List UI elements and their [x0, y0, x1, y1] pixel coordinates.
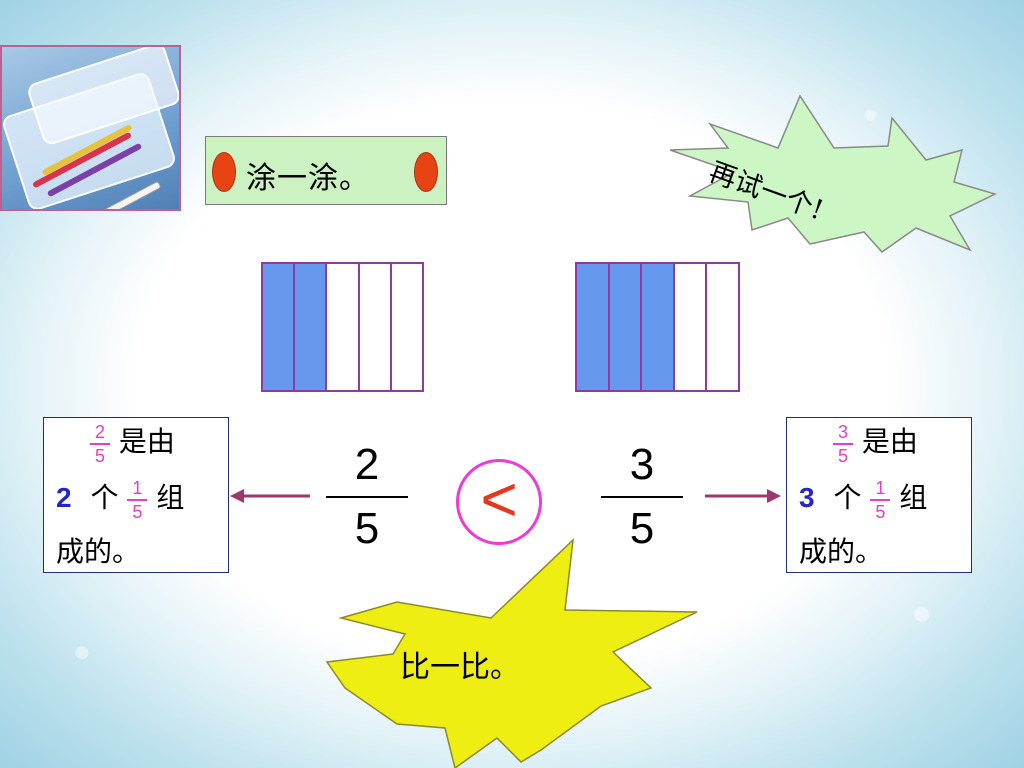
fraction-right-numerator: 3	[629, 440, 655, 489]
right-text-1: 是由	[861, 425, 918, 458]
left-fraction-mini: 2 5	[90, 423, 110, 465]
right-arrow-icon	[705, 489, 781, 503]
instruction-label: 涂一涂。	[205, 136, 447, 205]
right-unit-denominator: 5	[875, 501, 886, 522]
explanation-box-left: 2 5 是由 2 个 1 5 组 成的。	[43, 417, 229, 573]
fraction-right-bar	[601, 496, 683, 498]
left-mini-bar	[90, 442, 110, 445]
left-unit-fraction: 1 5	[127, 477, 148, 522]
filled-cell	[295, 264, 328, 390]
fraction-left-bar	[326, 496, 408, 498]
explanation-box-right: 3 5 是由 3 个 1 5 组 成的。	[786, 417, 972, 573]
left-text-1: 是由	[118, 425, 175, 458]
left-unit-bar	[127, 498, 148, 501]
right-text-4: 成的。	[799, 535, 884, 568]
right-count: 3	[799, 482, 815, 513]
fraction-left-numerator: 2	[354, 440, 380, 489]
filled-cell	[263, 264, 296, 390]
compare-text: 比一比。	[400, 650, 520, 685]
left-text-4: 成的。	[56, 535, 141, 568]
left-red-dot	[212, 152, 236, 192]
less-than-symbol: <	[480, 463, 518, 535]
pencil-box-photo	[0, 45, 181, 211]
fraction-left: 2 5	[326, 440, 408, 554]
left-text-3: 组	[156, 481, 185, 514]
left-mini-numerator: 2	[94, 421, 105, 442]
right-mini-denominator: 5	[837, 445, 848, 466]
left-unit-numerator: 1	[132, 477, 143, 498]
empty-cell	[707, 264, 738, 390]
comparison-circle: <	[456, 459, 542, 545]
left-count: 2	[56, 482, 72, 513]
left-arrow-icon	[230, 489, 310, 503]
filled-cell	[577, 264, 610, 390]
filled-cell	[642, 264, 675, 390]
left-text-2: 个	[90, 481, 119, 514]
empty-cell	[674, 264, 708, 390]
try-again-burst	[669, 94, 998, 253]
try-again-burst-shape	[669, 94, 998, 253]
right-unit-numerator: 1	[875, 477, 886, 498]
empty-cell	[327, 264, 360, 390]
right-unit-fraction: 1 5	[870, 477, 891, 522]
right-mini-bar	[833, 442, 853, 445]
compare-burst-shape	[325, 538, 698, 768]
right-text-2: 个	[833, 481, 862, 514]
right-fraction-mini: 3 5	[833, 423, 853, 465]
fraction-strip-right	[575, 262, 740, 392]
fraction-left-denominator: 5	[354, 504, 380, 553]
right-text-3: 组	[899, 481, 928, 514]
compare-burst	[325, 538, 698, 768]
left-mini-denominator: 5	[94, 445, 105, 466]
instruction-text: 涂一涂。	[246, 161, 370, 196]
fraction-right-denominator: 5	[629, 504, 655, 553]
fraction-right: 3 5	[601, 440, 683, 554]
right-mini-numerator: 3	[837, 421, 848, 442]
left-unit-denominator: 5	[132, 501, 143, 522]
fraction-strip-left	[261, 262, 424, 392]
empty-cell	[391, 264, 423, 390]
filled-cell	[609, 264, 643, 390]
right-red-dot	[414, 152, 438, 192]
right-unit-bar	[870, 498, 891, 501]
empty-cell	[359, 264, 392, 390]
